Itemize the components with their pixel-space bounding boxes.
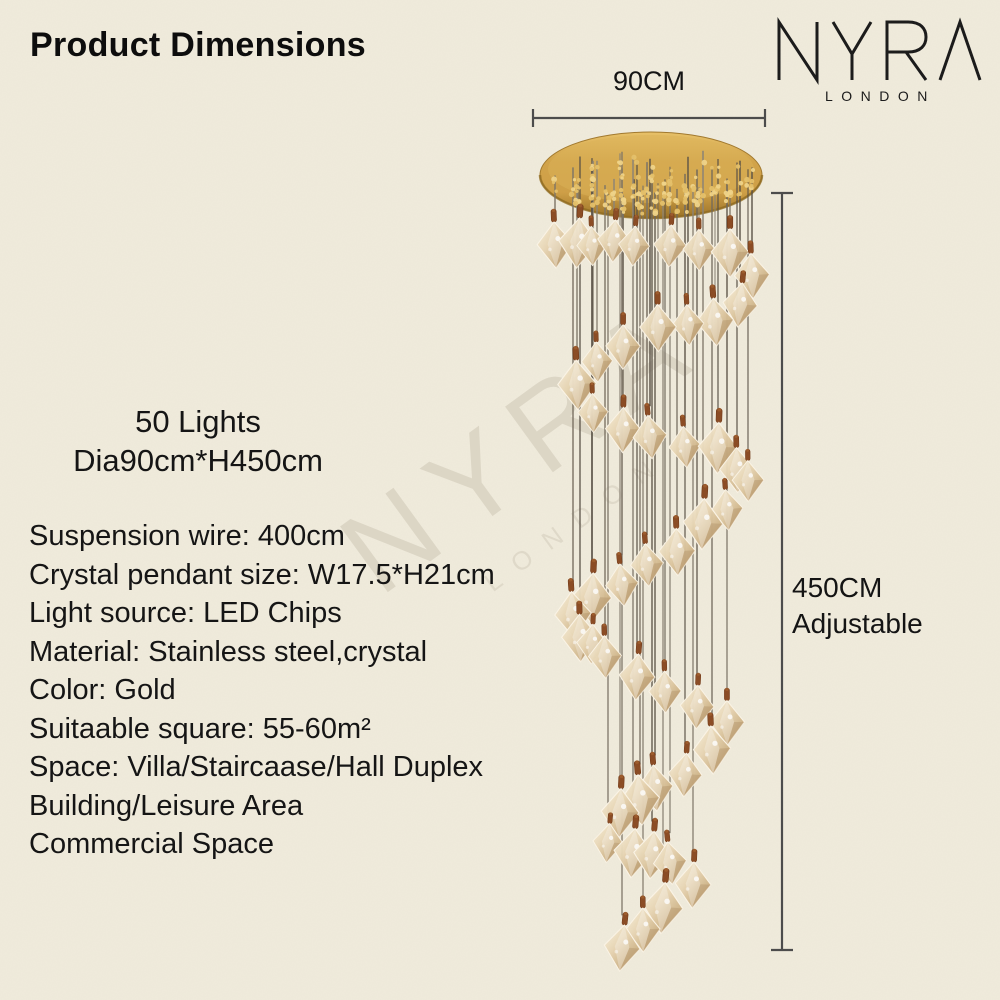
spec-line: Building/Leisure Area	[29, 789, 304, 822]
spec-line: Space: Villa/Staircaase/Hall Duplex	[29, 751, 484, 783]
spec-line: Color: Gold	[29, 674, 176, 706]
page-title: Product Dimensions	[30, 26, 367, 64]
spec-line: Material: Stainless steel,crystal	[29, 635, 428, 668]
product-summary: 50 Lights Dia90cm*H450cm	[52, 402, 344, 480]
spec-line: Light source: LED Chips	[29, 597, 342, 629]
summary-lights-count: 50 Lights	[135, 404, 261, 439]
spec-line: Commercial Space	[29, 828, 274, 860]
height-value: 450CM	[792, 572, 883, 603]
spec-line: Suitaable square: 55-60m²	[29, 712, 371, 745]
diameter-dimension-label: 90CM	[612, 66, 686, 96]
spec-line: Suspension wire: 400cm	[29, 520, 345, 552]
height-dimension-label: 450CM Adjustable	[792, 570, 923, 642]
summary-size: Dia90cm*H450cm	[73, 443, 323, 478]
spec-line: Crystal pendant size: W17.5*H21cm	[29, 558, 495, 591]
height-note: Adjustable	[792, 608, 923, 639]
brand-logo-city: LONDON	[825, 88, 936, 104]
